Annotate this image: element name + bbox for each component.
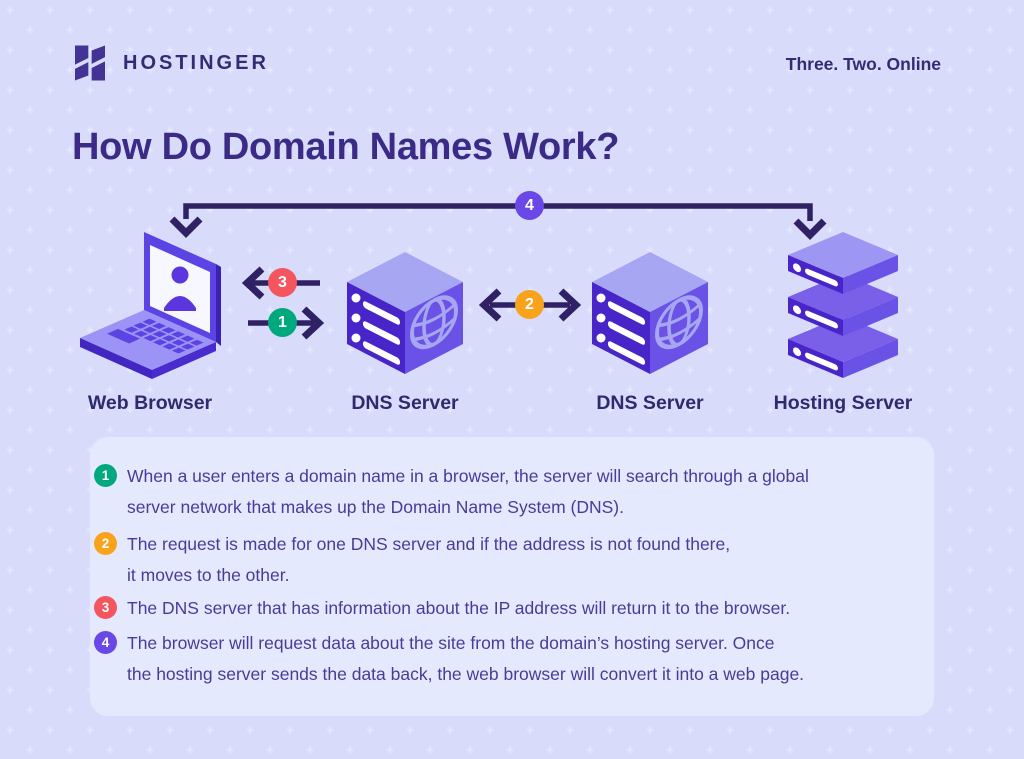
step-badge-2: 2 xyxy=(515,290,544,319)
step-badge-4: 4 xyxy=(515,191,544,220)
page-title: How Do Domain Names Work? xyxy=(72,126,620,168)
hosting-server-icon xyxy=(788,232,898,378)
dns-server-1-icon xyxy=(347,252,463,374)
hostinger-logo-mark-icon xyxy=(75,45,105,81)
brand-name: HOSTINGER xyxy=(123,51,269,74)
step-item-4: 4 The browser will request data about th… xyxy=(94,628,804,690)
step-bullet-3: 3 xyxy=(94,596,117,619)
step-bullet-2: 2 xyxy=(94,532,117,555)
user-avatar-icon xyxy=(164,266,196,311)
step-item-1: 1 When a user enters a domain name in a … xyxy=(94,461,809,523)
globe-icon xyxy=(655,295,703,350)
step-text-1: When a user enters a domain name in a br… xyxy=(127,466,809,517)
globe-icon xyxy=(410,295,458,350)
web-browser-icon xyxy=(80,232,221,379)
step-text-2: The request is made for one DNS server a… xyxy=(127,534,731,585)
hostinger-logo: HOSTINGER xyxy=(70,41,269,85)
step-item-2: 2 The request is made for one DNS server… xyxy=(94,529,730,591)
step-bullet-1: 1 xyxy=(94,464,117,487)
step-text-3: The DNS server that has information abou… xyxy=(127,598,791,618)
node-label-dns-server-2: DNS Server xyxy=(596,392,704,414)
step-badge-1: 1 xyxy=(268,308,297,337)
node-label-hosting-server: Hosting Server xyxy=(773,392,913,414)
trackpad xyxy=(107,328,140,344)
step-item-3: 3 The DNS server that has information ab… xyxy=(94,593,790,624)
step-bullet-4: 4 xyxy=(94,631,117,654)
node-label-dns-server-1: DNS Server xyxy=(351,392,459,414)
node-label-web-browser: Web Browser xyxy=(87,392,213,414)
dns-server-2-icon xyxy=(592,252,708,374)
step-badge-3: 3 xyxy=(268,268,297,297)
step-text-4: The browser will request data about the … xyxy=(127,633,805,684)
brand-tagline: Three. Two. Online xyxy=(785,54,941,74)
steps-panel: 1 When a user enters a domain name in a … xyxy=(90,437,934,716)
